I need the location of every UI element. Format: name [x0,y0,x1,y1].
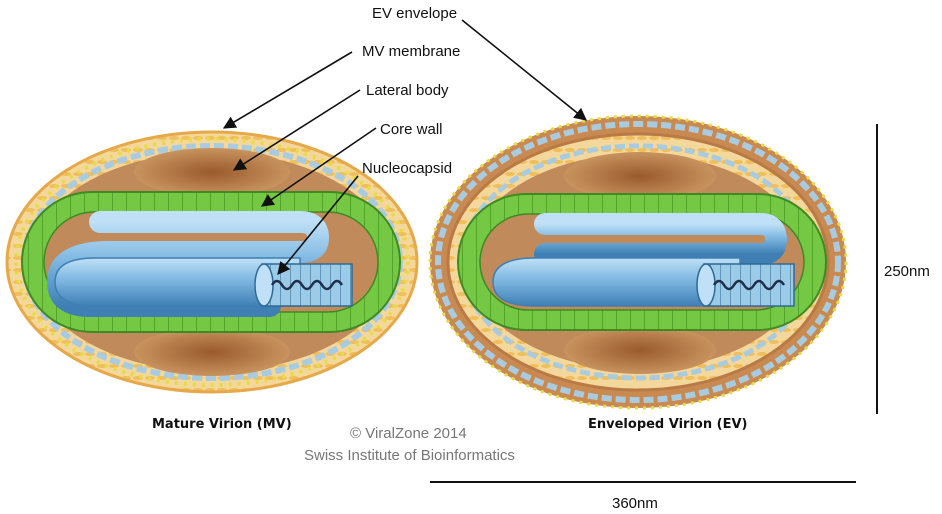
ev-tube-cap [696,263,716,307]
ev-lateral-body-top [564,152,716,200]
arrow-core-wall [260,127,377,207]
ev-nucleocapsid-open-end [703,263,795,307]
label-mv-membrane: MV membrane [362,43,460,60]
label-nucleocapsid: Nucleocapsid [362,160,452,177]
mv-tube-cap [254,263,274,307]
ev-envelope-band [435,121,841,403]
label-ev-envelope: EV envelope [372,5,457,22]
caption-mature-virion: Mature Virion (MV) [152,417,292,432]
caption-enveloped-virion: Enveloped Virion (EV) [588,417,747,432]
arrow-nucleocapsid [277,175,359,275]
label-lateral-body: Lateral body [366,82,449,99]
height-dimension-label: 250nm [884,263,930,280]
ev-lateral-body-bottom [564,326,716,374]
mature-virion [5,130,419,394]
mv-lateral-body-bottom [134,328,290,376]
mv-dna-helix [270,279,344,291]
label-core-wall: Core wall [380,121,443,138]
ev-dna-helix [712,279,786,291]
width-dimension-label: 360nm [612,495,658,512]
mv-nucleocapsid-body [54,257,301,307]
arrow-mv-membrane [222,51,353,129]
mv-nucleocapsid-open-end [261,263,353,307]
arrow-lateral-body [232,89,361,171]
ev-nucleocapsid-tube [534,213,787,265]
credit-institute: Swiss Institute of Bioinformatics [304,447,515,464]
enveloped-virion [428,114,848,410]
arrow-ev-envelope [461,19,587,121]
mv-yellow-proteins [14,137,410,387]
ev-nucleocapsid-body [492,257,741,307]
credit-copyright: © ViralZone 2014 [350,425,467,442]
mv-lateral-body-top [134,148,290,196]
